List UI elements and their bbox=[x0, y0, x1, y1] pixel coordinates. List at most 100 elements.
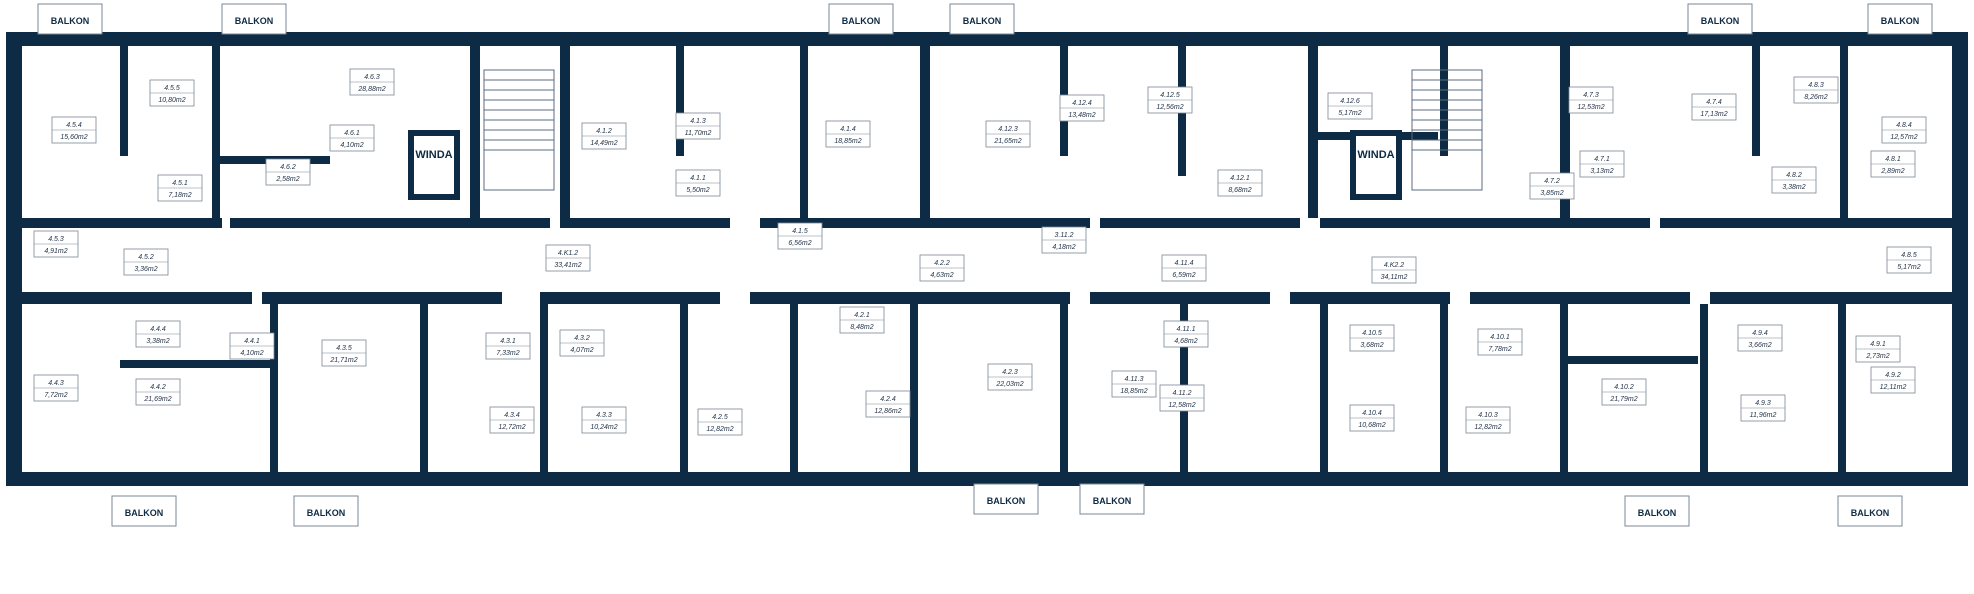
room-id: 4.8.4 bbox=[1896, 122, 1912, 129]
room-label-4-5-5: 4.5.510,80m2 bbox=[149, 79, 195, 107]
room-area: 3,38m2 bbox=[146, 338, 169, 345]
room-id: 4.8.5 bbox=[1901, 252, 1917, 259]
room-label-4-4-1: 4.4.14,10m2 bbox=[229, 332, 275, 360]
room-area: 8,26m2 bbox=[1804, 94, 1827, 101]
room-area: 5,50m2 bbox=[686, 187, 709, 194]
room-id: 4.6.2 bbox=[280, 164, 296, 171]
room-area: 3,66m2 bbox=[1748, 342, 1771, 349]
room-id: 4.12.3 bbox=[998, 126, 1018, 133]
room-id: 4.7.4 bbox=[1706, 99, 1722, 106]
partition-walls-bottom bbox=[120, 304, 1846, 472]
room-area: 10,80m2 bbox=[158, 97, 185, 104]
room-label-4-9-2: 4.9.212,11m2 bbox=[1870, 366, 1916, 394]
room-label-4-12-4: 4.12.413,48m2 bbox=[1059, 94, 1105, 122]
room-area: 4,10m2 bbox=[340, 142, 363, 149]
room-id: 4.2.2 bbox=[934, 260, 950, 267]
room-label-4-5-2: 4.5.23,36m2 bbox=[123, 248, 169, 276]
room-label-4-2-5: 4.2.512,82m2 bbox=[697, 408, 743, 436]
room-area: 7,33m2 bbox=[496, 350, 519, 357]
room-id: 4.2.1 bbox=[854, 312, 870, 319]
room-area: 6,59m2 bbox=[1172, 272, 1195, 279]
room-label-4-8-5: 4.8.5 5,17m2 bbox=[1886, 246, 1932, 274]
room-area: 4,18m2 bbox=[1052, 244, 1075, 251]
room-area: 28,88m2 bbox=[357, 86, 385, 93]
room-area: 22,03m2 bbox=[995, 381, 1023, 388]
balcony-label: BALKON bbox=[51, 16, 90, 26]
room-label-4-5-1: 4.5.17,18m2 bbox=[157, 174, 203, 202]
room-label-4-8-1: 4.8.12,89m2 bbox=[1870, 150, 1916, 178]
balcony-label: BALKON bbox=[842, 16, 881, 26]
room-id: 3.11.2 bbox=[1055, 232, 1074, 239]
room-area: 33,41m2 bbox=[554, 262, 581, 269]
room-area: 21,65m2 bbox=[993, 138, 1021, 145]
room-id: 4.K1.2 bbox=[558, 250, 578, 257]
balcony-label: BALKON bbox=[125, 508, 164, 518]
room-id: 4.2.4 bbox=[880, 396, 896, 403]
room-area: 6,56m2 bbox=[788, 240, 811, 247]
room-id: 4.7.1 bbox=[1594, 156, 1610, 163]
balcony-12: BALKON bbox=[1837, 495, 1903, 527]
room-label-4-6-1: 4.6.14,10m2 bbox=[329, 124, 375, 152]
room-id: 4.3.2 bbox=[574, 335, 590, 342]
room-area: 4,91m2 bbox=[44, 248, 67, 255]
room-labels: 4.5.415,60m24.5.510,80m24.6.328,88m24.6.… bbox=[33, 68, 1932, 436]
room-label-4-3-1: 4.3.17,33m2 bbox=[485, 332, 531, 360]
room-area: 12,86m2 bbox=[874, 408, 901, 415]
room-label-4-9-1: 4.9.12,73m2 bbox=[1855, 335, 1901, 363]
room-area: 4,10m2 bbox=[240, 350, 263, 357]
room-id: 4.4.3 bbox=[48, 380, 64, 387]
room-id: 4.10.3 bbox=[1478, 412, 1498, 419]
room-area: 18,85m2 bbox=[1120, 388, 1147, 395]
lift-label-right: WINDA bbox=[1357, 149, 1394, 161]
room-label-4-7-1: 4.7.13,13m2 bbox=[1579, 150, 1625, 178]
room-id: 4.8.3 bbox=[1808, 82, 1824, 89]
balcony-9: BALKON bbox=[973, 483, 1039, 515]
room-area: 5,17m2 bbox=[1897, 264, 1920, 271]
room-label-4-4-4: 4.4.4 3,38m2 bbox=[135, 320, 181, 348]
room-label-4-1-3: 4.1.311,70m2 bbox=[675, 112, 721, 140]
room-label-4-2-4: 4.2.4 12,86m2 bbox=[865, 390, 911, 418]
room-area: 18,85m2 bbox=[834, 138, 861, 145]
balcony-6: BALKON bbox=[1867, 3, 1933, 35]
room-label-4-8-2: 4.8.23,38m2 bbox=[1771, 166, 1817, 194]
room-area: 14,49m2 bbox=[590, 140, 617, 147]
room-id: 4.3.3 bbox=[596, 412, 612, 419]
room-id: 4.7.3 bbox=[1583, 92, 1599, 99]
room-id: 4.4.4 bbox=[150, 326, 166, 333]
room-area: 17,13m2 bbox=[1700, 111, 1727, 118]
room-id: 4.10.1 bbox=[1490, 334, 1510, 341]
room-id: 4.10.2 bbox=[1614, 384, 1634, 391]
room-id: 4.1.4 bbox=[840, 126, 856, 133]
room-area: 2,58m2 bbox=[275, 176, 299, 183]
room-id: 4.10.4 bbox=[1362, 410, 1382, 417]
room-id: 4.K2.2 bbox=[1384, 262, 1404, 269]
balcony-label: BALKON bbox=[1851, 508, 1890, 518]
room-id: 4.11.2 bbox=[1173, 390, 1192, 397]
room-area: 10,24m2 bbox=[590, 424, 617, 431]
room-label-4-2-3: 4.2.322,03m2 bbox=[987, 363, 1033, 391]
room-id: 4.9.3 bbox=[1755, 400, 1771, 407]
room-area: 11,70m2 bbox=[685, 130, 712, 137]
balcony-5: BALKON bbox=[1687, 3, 1753, 35]
balcony-7: BALKON bbox=[111, 495, 177, 527]
room-label-4-10-3: 4.10.312,82m2 bbox=[1465, 406, 1511, 434]
room-area: 12,58m2 bbox=[1168, 402, 1195, 409]
room-id: 4.11.1 bbox=[1177, 326, 1196, 333]
room-area: 8,48m2 bbox=[850, 324, 873, 331]
room-label-4-11-1: 4.11.14,68m2 bbox=[1163, 320, 1209, 348]
room-area: 12,53m2 bbox=[1577, 104, 1604, 111]
room-label-4-9-4: 4.9.43,66m2 bbox=[1737, 324, 1783, 352]
corridor-walls bbox=[22, 218, 1952, 304]
room-label-4-12-1: 4.12.18,68m2 bbox=[1217, 169, 1263, 197]
balcony-label: BALKON bbox=[1638, 508, 1677, 518]
balcony-8: BALKON bbox=[293, 495, 359, 527]
room-area: 7,78m2 bbox=[1488, 346, 1511, 353]
room-area: 21,69m2 bbox=[143, 396, 171, 403]
room-label-4-3-3: 4.3.3 10,24m2 bbox=[581, 406, 627, 434]
balcony-10: BALKON bbox=[1079, 483, 1145, 515]
room-label-4-3-4: 4.3.412,72m2 bbox=[489, 406, 535, 434]
room-id: 4.2.5 bbox=[712, 414, 728, 421]
room-label-4-11-3: 4.11.318,85m2 bbox=[1111, 370, 1157, 398]
room-id: 4.5.4 bbox=[66, 122, 82, 129]
balcony-label: BALKON bbox=[1701, 16, 1740, 26]
